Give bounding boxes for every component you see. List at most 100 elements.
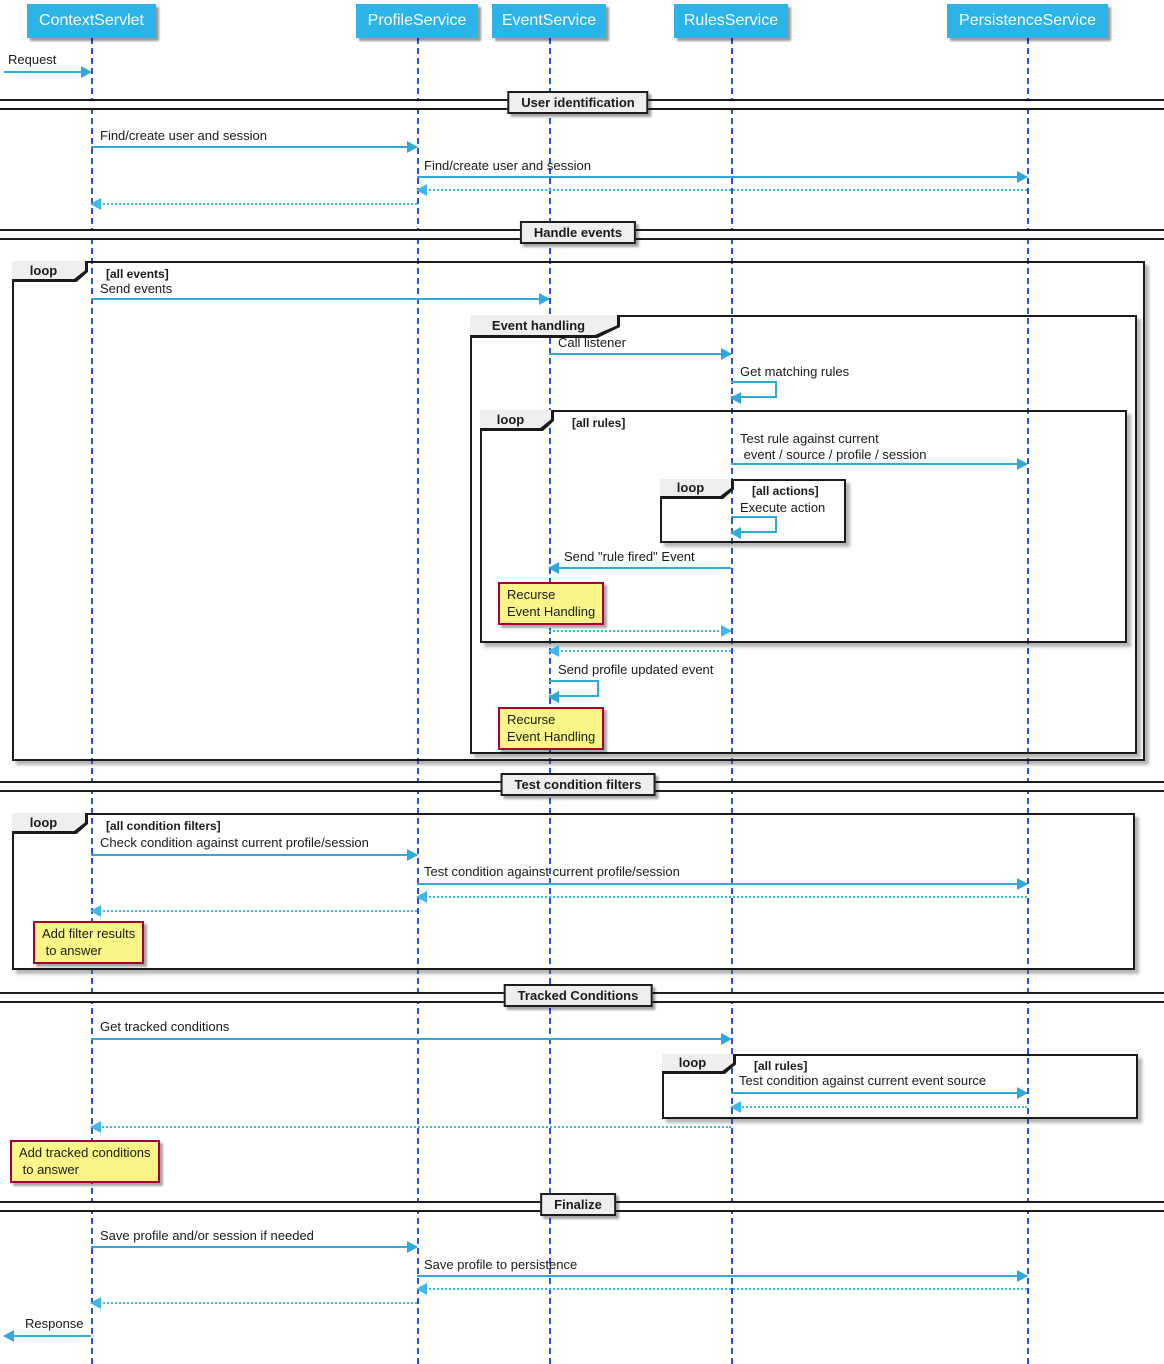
- participant-contextservlet: ContextServlet: [27, 4, 156, 38]
- note-add-tracked-conditions: Add tracked conditions to answer: [10, 1140, 160, 1183]
- loop-keyword: loop: [660, 479, 731, 496]
- arrow-return-profile-context-3: [90, 1297, 417, 1309]
- loop-frame-all-rules-tracked: loop [all rules]: [662, 1054, 1138, 1119]
- arrow-test-condition-profile: [417, 878, 1028, 890]
- arrowhead-icon: [90, 1121, 101, 1133]
- arrowhead-icon: [81, 66, 92, 78]
- arrow-return-profile-context-2: [90, 905, 417, 917]
- arrowhead-icon: [416, 184, 427, 196]
- loop-frame-all-rules: loop [all rules]: [480, 410, 1127, 643]
- arrow-return-recurse: [549, 625, 732, 637]
- participant-persistenceservice: PersistenceService: [947, 4, 1108, 38]
- group-keyword: Event handling: [470, 315, 617, 335]
- loop-guard-all-rules: [all rules]: [572, 416, 626, 430]
- arrowhead-icon: [721, 1033, 732, 1045]
- arrow-return-rules-event: [548, 645, 731, 657]
- arrow-request: [4, 66, 92, 78]
- divider-user-identification: User identification: [507, 91, 649, 114]
- participant-rulesservice: RulesService: [674, 4, 788, 38]
- loop-frame-header: loop: [12, 813, 88, 834]
- arrow-return-profile-context: [90, 198, 417, 210]
- arrow-send-events: [91, 293, 550, 305]
- arrowhead-icon: [730, 392, 741, 404]
- arrow-self-execute-action: [730, 516, 777, 539]
- arrow-self-get-matching-rules: [730, 381, 777, 404]
- arrow-return-persistence-rules: [730, 1101, 1027, 1113]
- message-label-get-matching-rules: Get matching rules: [740, 364, 850, 379]
- note-add-filter-results: Add filter results to answer: [33, 921, 145, 964]
- loop-frame-all-events: loop [all events]: [12, 261, 1145, 761]
- arrowhead-icon: [721, 348, 732, 360]
- arrow-save-profile-persistence: [417, 1270, 1028, 1282]
- arrowhead-icon: [407, 141, 418, 153]
- divider-tracked-conditions: Tracked Conditions: [503, 984, 653, 1007]
- arrowhead-icon: [407, 1241, 418, 1253]
- message-label-find-create-cs: Find/create user and session: [100, 128, 267, 143]
- loop-frame-all-actions: loop [all actions]: [660, 479, 846, 543]
- message-label-test-rule: Test rule against current event / source…: [740, 431, 927, 462]
- arrow-self-send-profile-updated: [548, 680, 599, 703]
- arrow-find-create-cs: [91, 141, 418, 153]
- arrowhead-icon: [548, 562, 559, 574]
- message-label-test-condition-source: Test condition against current event sou…: [739, 1073, 987, 1088]
- message-label-execute-action: Execute action: [740, 500, 826, 515]
- message-label-send-profile-updated: Send profile updated event: [558, 662, 714, 677]
- participant-profileservice: ProfileService: [356, 4, 478, 38]
- arrowhead-icon: [90, 1297, 101, 1309]
- arrowhead-icon: [416, 1283, 427, 1295]
- arrowhead-icon: [3, 1330, 14, 1342]
- arrowhead-icon: [90, 198, 101, 210]
- group-frame-event-handling: Event handling: [470, 315, 1137, 754]
- group-frame-header: Event handling: [470, 315, 620, 338]
- lifeline-rulesservice: [731, 38, 733, 1364]
- arrowhead-icon: [1017, 878, 1028, 890]
- arrow-return-persistence-profile: [416, 184, 1027, 196]
- note-recurse-event-handling-1: Recurse Event Handling: [498, 582, 605, 625]
- arrowhead-icon: [1017, 1270, 1028, 1282]
- loop-guard-all-events: [all events]: [106, 267, 169, 281]
- loop-frame-header: loop: [12, 261, 88, 282]
- message-label-test-condition-profile: Test condition against current profile/s…: [424, 864, 680, 879]
- loop-guard-all-actions: [all actions]: [752, 484, 819, 498]
- loop-guard-all-condition-filters: [all condition filters]: [106, 819, 221, 833]
- message-label-check-condition: Check condition against current profile/…: [100, 835, 369, 850]
- loop-frame-header: loop: [660, 479, 734, 499]
- arrowhead-icon: [548, 691, 559, 703]
- lifeline-persistenceservice: [1027, 38, 1029, 1364]
- arrow-test-rule: [731, 458, 1028, 470]
- message-label-get-tracked: Get tracked conditions: [100, 1019, 230, 1034]
- message-label-send-rule-fired: Send "rule fired" Event: [564, 549, 695, 564]
- arrowhead-icon: [730, 527, 741, 539]
- loop-guard-all-rules-tracked: [all rules]: [754, 1059, 808, 1073]
- arrow-test-condition-source: [731, 1087, 1028, 1099]
- loop-keyword: loop: [662, 1054, 733, 1071]
- arrow-check-condition: [91, 849, 418, 861]
- message-label-find-create-ps: Find/create user and session: [424, 158, 591, 173]
- arrow-find-create-ps: [417, 171, 1028, 183]
- loop-frame-all-condition-filters: loop [all condition filters]: [12, 813, 1135, 970]
- message-label-request: Request: [8, 52, 57, 67]
- divider-test-condition-filters: Test condition filters: [500, 773, 656, 796]
- arrow-get-tracked: [91, 1033, 732, 1045]
- arrowhead-icon: [407, 849, 418, 861]
- message-label-send-events: Send events: [100, 281, 173, 296]
- arrow-return-persistence-profile-2: [416, 891, 1027, 903]
- loop-frame-header: loop: [662, 1054, 736, 1074]
- loop-keyword: loop: [12, 813, 85, 831]
- loop-keyword: loop: [480, 410, 551, 428]
- arrowhead-icon: [90, 905, 101, 917]
- lifeline-profileservice: [417, 38, 419, 1364]
- arrow-save-profile-session: [91, 1241, 418, 1253]
- arrowhead-icon: [1017, 1087, 1028, 1099]
- lifeline-contextservlet: [91, 38, 93, 1364]
- loop-keyword: loop: [12, 261, 85, 279]
- arrow-call-listener: [549, 348, 732, 360]
- loop-frame-header: loop: [480, 410, 554, 431]
- message-label-save-profile-session: Save profile and/or session if needed: [100, 1228, 314, 1243]
- message-label-call-listener: Call listener: [558, 335, 626, 350]
- arrowhead-icon: [1017, 458, 1028, 470]
- participant-eventservice: EventService: [492, 4, 606, 38]
- message-label-response: Response: [25, 1316, 84, 1331]
- arrowhead-icon: [548, 645, 559, 657]
